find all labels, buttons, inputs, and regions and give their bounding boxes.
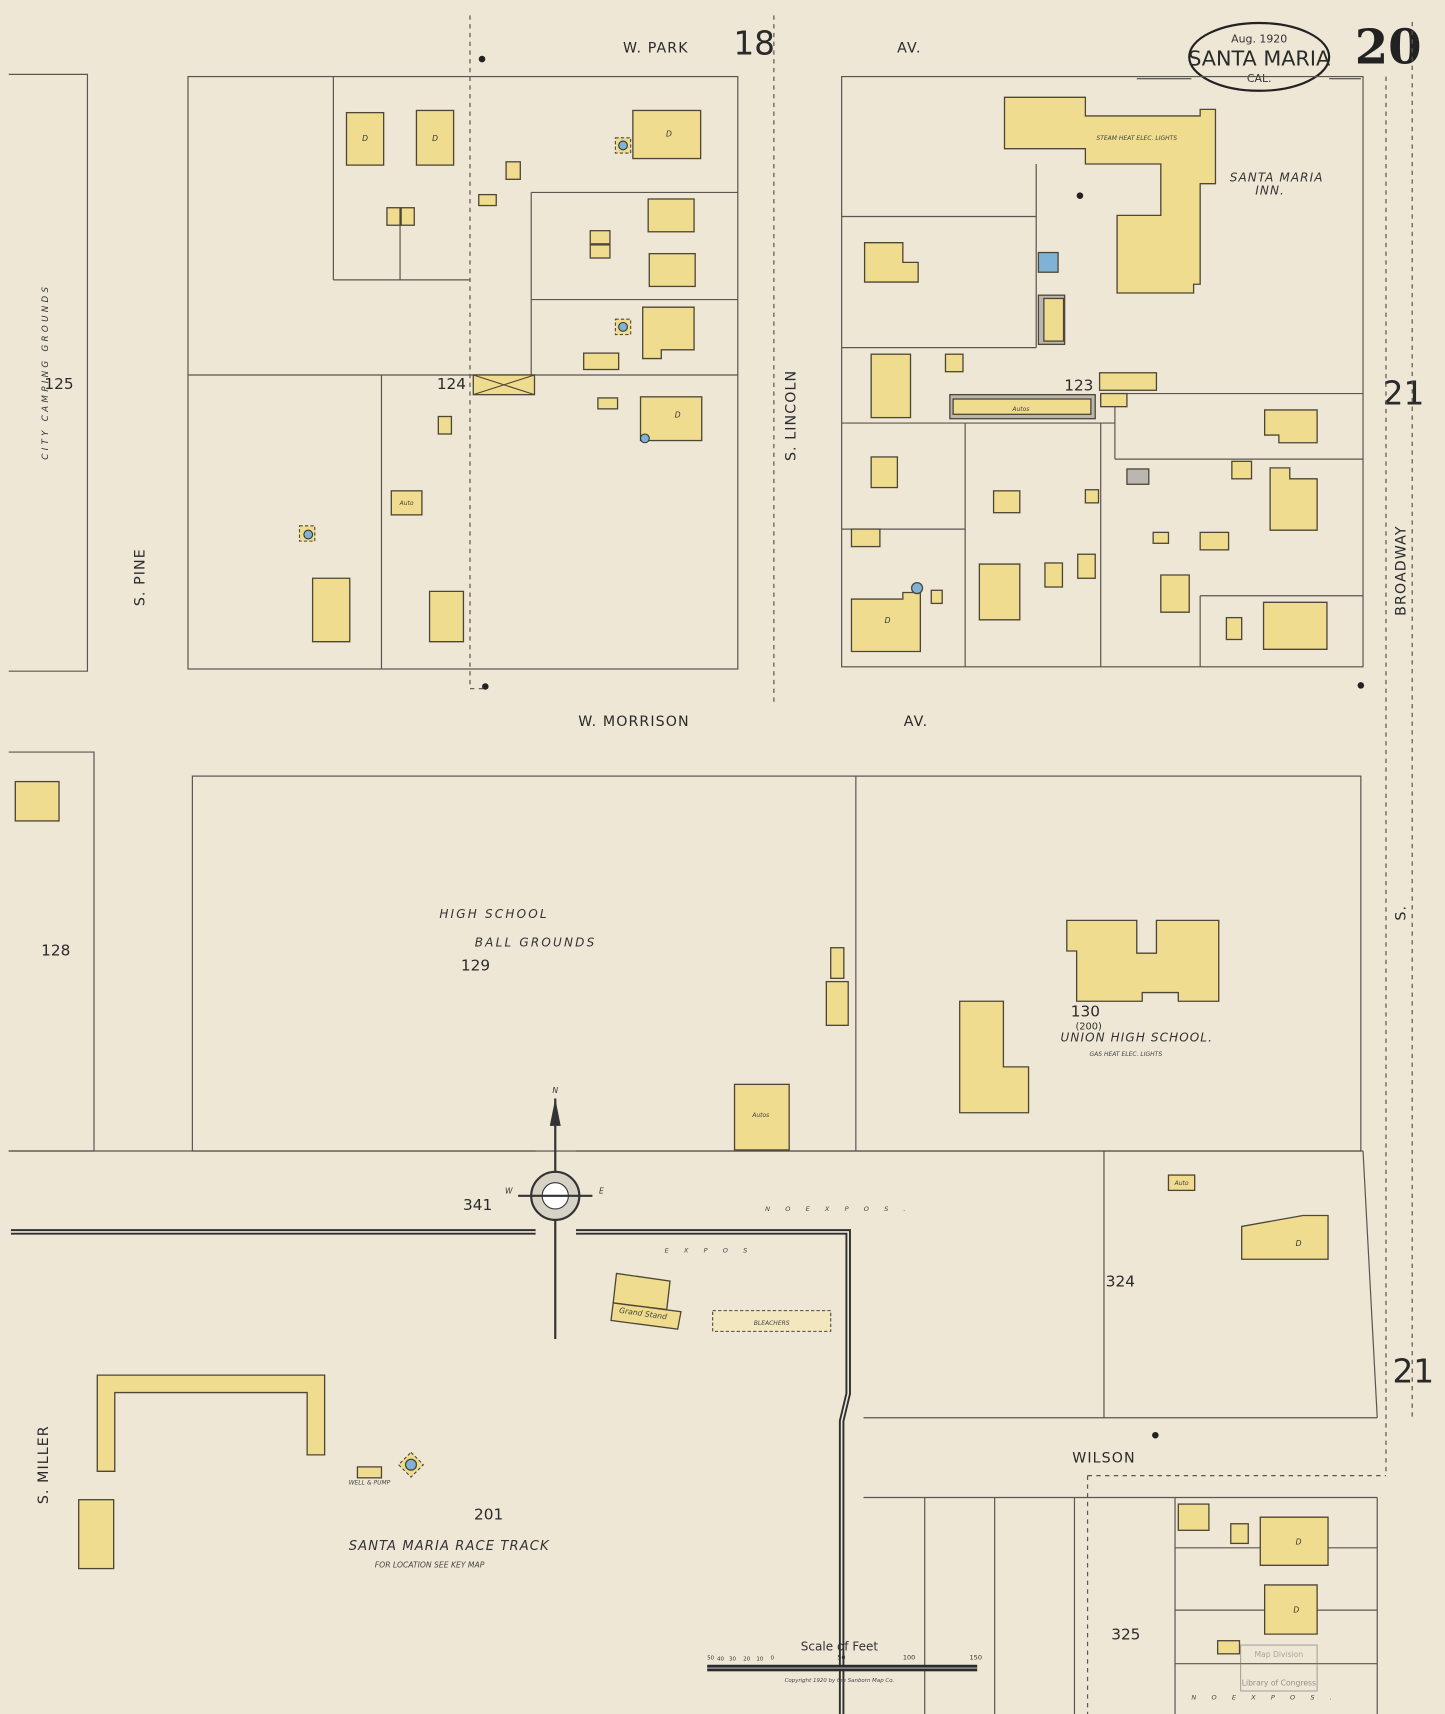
scale-tick: 50 <box>837 1653 845 1661</box>
buildings-block-128-130 <box>14 780 1220 1151</box>
scale-tick: 40 <box>717 1656 724 1662</box>
race-track-label: SANTA MARIA RACE TRACK <box>349 1539 550 1554</box>
block-numbers: 125 124 123 128 129 130 (200) 341 324 20… <box>41 375 1140 1643</box>
inn-note: STEAM HEAT ELEC. LIGHTS <box>1096 135 1177 142</box>
block-lines <box>8 15 1413 1714</box>
compass-w: W <box>505 1187 513 1196</box>
block-125: 125 <box>44 375 73 393</box>
block-130: 130 <box>1071 1003 1100 1021</box>
street-broadway: BROADWAY <box>1394 525 1410 615</box>
no-expos-label: N O E X P O S . <box>765 1205 912 1213</box>
copyright: Copyright 1920 by the Sanborn Map Co. <box>785 1678 895 1684</box>
street-morrison-av: AV. <box>904 714 928 730</box>
race-track-fence <box>10 1229 851 1714</box>
street-broadway-s: S. <box>1394 905 1410 921</box>
dwelling-label: D <box>1293 1605 1299 1614</box>
dwelling-label: D <box>1296 1538 1302 1547</box>
library-stamp: Map Division Library of Congress <box>1240 1644 1318 1692</box>
compass-e: E <box>599 1187 604 1196</box>
map-labels: CITY CAMPING GROUNDS HIGH SCHOOL BALL GR… <box>41 130 1338 1702</box>
scale-title: Scale of Feet <box>801 1640 879 1654</box>
union-high-school-note: GAS HEAT ELEC. LIGHTS <box>1089 1051 1162 1058</box>
ball-grounds-label: BALL GROUNDS <box>475 936 597 950</box>
street-wilson: WILSON <box>1072 1451 1135 1467</box>
map-state: CAL. <box>1247 72 1272 85</box>
buildings-south <box>78 1174 1329 1655</box>
block-129: 129 <box>461 957 490 975</box>
street-s-pine: S. PINE <box>132 548 148 606</box>
no-expos-label-bottom: N O E X P O S . <box>1191 1694 1338 1702</box>
high-school-label: HIGH SCHOOL <box>439 907 548 921</box>
dwelling-label: D <box>675 411 681 420</box>
block-325: 325 <box>1111 1626 1140 1644</box>
adjoining-sheet-right-lower: 21 <box>1392 1353 1434 1391</box>
street-s-miller: S. MILLER <box>36 1425 52 1504</box>
dwelling-label: D <box>666 130 672 139</box>
dwelling-label: D <box>1296 1239 1302 1248</box>
santa-maria-inn-label: SANTA MARIA <box>1230 171 1324 185</box>
map-city: SANTA MARIA <box>1188 47 1331 71</box>
block-201: 201 <box>474 1505 503 1523</box>
buildings-block-124 <box>298 109 703 643</box>
scale-tick: 150 <box>970 1653 983 1661</box>
well-pump-label: WELL & PUMP <box>349 1479 391 1486</box>
dwelling-label: D <box>362 134 368 143</box>
map-date: Aug. 1920 <box>1231 33 1287 46</box>
compass-n: N <box>552 1086 558 1095</box>
compass-rose-icon: N E W <box>505 1086 604 1340</box>
street-w-park: W. PARK <box>623 41 689 57</box>
block-324: 324 <box>1106 1273 1135 1291</box>
auto-label-324: Auto <box>1174 1180 1189 1187</box>
scale-tick: 0 <box>771 1655 775 1661</box>
block-130-alt: (200) <box>1075 1022 1101 1033</box>
stamp-line2: Library of Congress <box>1242 1679 1316 1688</box>
expos-label: E X P O S <box>665 1247 754 1255</box>
scale-tick: 50 <box>707 1655 714 1661</box>
block-124: 124 <box>437 375 466 393</box>
scale-tick: 30 <box>729 1656 736 1662</box>
race-track-note: FOR LOCATION SEE KEY MAP <box>375 1560 485 1569</box>
dwelling-label: D <box>432 134 438 143</box>
title-cartouche: Aug. 1920 SANTA MARIA CAL. <box>1136 21 1361 92</box>
union-high-school-label: UNION HIGH SCHOOL. <box>1061 1031 1214 1045</box>
street-w-morrison: W. MORRISON <box>578 714 690 730</box>
stamp-line1: Map Division <box>1254 1650 1303 1659</box>
scale-tick: 20 <box>743 1656 750 1662</box>
hydrant-markers <box>303 55 1365 1439</box>
sheet-number: 20 <box>1355 19 1422 75</box>
block-341: 341 <box>463 1196 492 1214</box>
street-s-lincoln: S. LINCOLN <box>784 370 800 461</box>
bleachers-label: BLEACHERS <box>754 1320 790 1327</box>
block-123: 123 <box>1064 376 1093 394</box>
dwelling-label: D <box>885 616 891 625</box>
santa-maria-inn-label-2: INN. <box>1255 184 1285 198</box>
camping-grounds-label: CITY CAMPING GROUNDS <box>41 284 51 460</box>
autos-label-school: Autos <box>751 1112 769 1119</box>
auto-label: Auto <box>399 500 414 507</box>
street-park-av: AV. <box>897 41 921 57</box>
buildings-block-123 <box>850 96 1328 653</box>
scale-tick: 100 <box>903 1653 916 1661</box>
adjoining-sheet-right-upper: 21 <box>1383 374 1425 412</box>
autos-label: Autos <box>1011 406 1029 413</box>
block-128: 128 <box>41 941 70 959</box>
scale-tick: 10 <box>756 1656 763 1662</box>
adjoining-sheet-top: 18 <box>733 25 775 63</box>
scale-bar: Scale of Feet 50 40 30 20 10 0 50 100 15… <box>707 1640 983 1684</box>
